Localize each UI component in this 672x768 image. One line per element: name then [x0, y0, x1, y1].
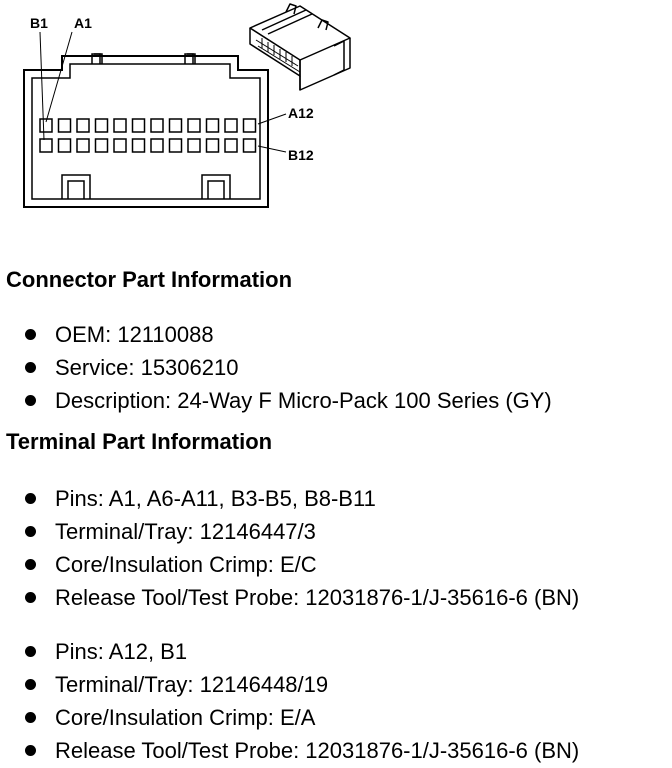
list-item: Pins: A12, B1 [0, 635, 579, 668]
cavity-b-2 [57, 138, 72, 153]
list-item: Terminal/Tray: 12146447/3 [0, 515, 579, 548]
right-latch-top [187, 53, 194, 64]
list-item: Description: 24-Way F Micro-Pack 100 Ser… [0, 384, 552, 417]
connector-inner-frame [31, 63, 261, 200]
list-item: Pins: A1, A6-A11, B3-B5, B8-B11 [0, 482, 579, 515]
cavity-a-10 [205, 118, 220, 133]
cavity-b-11 [224, 138, 238, 153]
connector-part-heading: Connector Part Information [6, 267, 293, 292]
cavity-b-8 [168, 138, 183, 153]
cavity-b-4 [94, 138, 109, 153]
iso-top-latch-2 [317, 19, 329, 31]
leader-line-a1 [45, 31, 73, 123]
iso-front-face [299, 38, 351, 91]
list-item: Core/Insulation Crimp: E/A [0, 701, 579, 734]
cavity-b-3 [76, 138, 90, 153]
cavity-a-4 [94, 118, 109, 133]
cavity-row-b [39, 138, 257, 153]
connector-diagram: B1 A1 A12 B12 [23, 3, 351, 208]
cavity-a-9 [187, 118, 201, 133]
iso-side-tab [333, 40, 345, 76]
terminal-part-heading: Terminal Part Information [6, 429, 273, 454]
iso-ridge-2 [267, 13, 313, 35]
cavity-a-12 [242, 118, 257, 133]
cavity-a-11 [224, 118, 238, 133]
bottom-left-key-inner [67, 180, 85, 199]
list-item: Service: 15306210 [0, 351, 552, 384]
cavity-a-3 [76, 118, 90, 133]
list-item: Release Tool/Test Probe: 12031876-1/J-35… [0, 734, 579, 767]
list-item: Terminal/Tray: 12146448/19 [0, 668, 579, 701]
list-item: OEM: 12110088 [0, 318, 552, 351]
cavity-a-5 [113, 118, 127, 133]
terminal-info-list-2: Pins: A12, B1 Terminal/Tray: 12146448/19… [0, 635, 579, 767]
leader-line-b12 [257, 145, 287, 153]
connector-info-list: OEM: 12110088 Service: 15306210 Descript… [0, 318, 552, 417]
cavity-b-9 [187, 138, 201, 153]
list-item: Core/Insulation Crimp: E/C [0, 548, 579, 581]
cavity-b-7 [150, 138, 164, 153]
iso-top-latch-1 [285, 3, 297, 15]
cavity-b-5 [113, 138, 127, 153]
terminal-info-list-1: Pins: A1, A6-A11, B3-B5, B8-B11 Terminal… [0, 482, 579, 614]
connector-3d-illustration [249, 3, 351, 91]
bottom-right-key-inner [207, 180, 225, 199]
iso-ridge-1 [261, 9, 307, 31]
cavity-b-6 [131, 138, 146, 153]
cavity-a-6 [131, 118, 146, 133]
cavity-a-8 [168, 118, 183, 133]
leader-line-a12 [257, 113, 287, 125]
cavity-a-2 [57, 118, 72, 133]
pin-label-b1: B1 [30, 15, 48, 31]
cavity-b-1 [39, 138, 53, 153]
list-item: Release Tool/Test Probe: 12031876-1/J-35… [0, 581, 579, 614]
cavity-b-10 [205, 138, 220, 153]
leader-line-b1 [39, 31, 45, 141]
cavity-a-7 [150, 118, 164, 133]
bottom-left-key [61, 174, 91, 199]
left-latch-top [94, 53, 101, 64]
cavity-row-a [39, 118, 257, 133]
bottom-right-key [201, 174, 231, 199]
pin-label-a12: A12 [288, 105, 314, 121]
iso-top-face [249, 5, 351, 61]
cavity-a-1 [39, 118, 53, 133]
pin-label-a1: A1 [74, 15, 92, 31]
pin-label-b12: B12 [288, 147, 314, 163]
cavity-b-12 [242, 138, 257, 153]
